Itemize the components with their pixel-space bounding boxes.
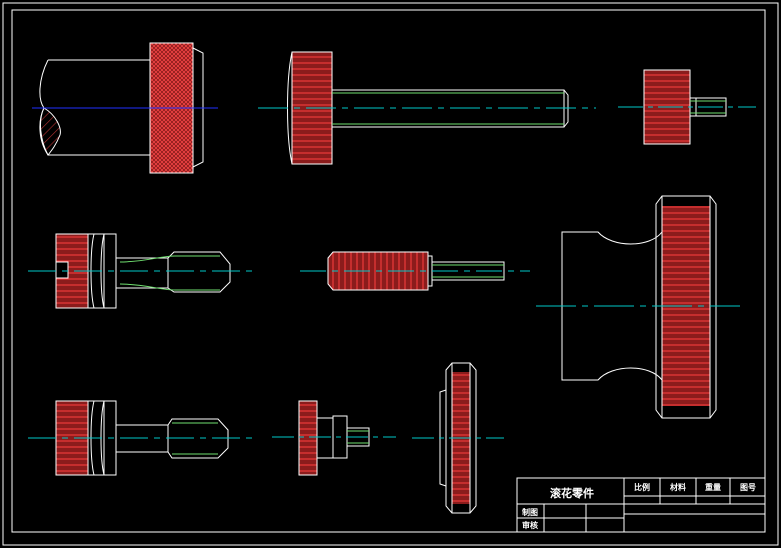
title-drawing-no-label: 图号 bbox=[740, 483, 756, 492]
part-knurled-disc bbox=[412, 362, 504, 514]
part-knurled-roller-section bbox=[32, 42, 218, 174]
title-drawn-by-label: 制图 bbox=[522, 507, 538, 517]
part-long-knurled-shaft bbox=[258, 51, 596, 165]
title-checked-by-label: 审核 bbox=[522, 520, 538, 530]
shaft-break-section bbox=[40, 107, 61, 156]
inner-border bbox=[11, 9, 766, 533]
title-weight-label: 重量 bbox=[705, 482, 721, 492]
part-knurled-screw-lower bbox=[28, 400, 254, 476]
title-part-name: 滚花零件 bbox=[550, 486, 594, 500]
title-material-label: 材料 bbox=[670, 482, 686, 492]
title-block bbox=[516, 477, 766, 533]
part-small-knurled-knob bbox=[618, 69, 756, 145]
title-scale-label: 比例 bbox=[634, 482, 650, 492]
part-knurled-sleeve-pin bbox=[300, 251, 530, 291]
part-small-knurled-stud bbox=[272, 400, 396, 476]
part-grooved-knurled-screw bbox=[28, 233, 256, 309]
part-large-knurled-wheel bbox=[536, 195, 740, 419]
